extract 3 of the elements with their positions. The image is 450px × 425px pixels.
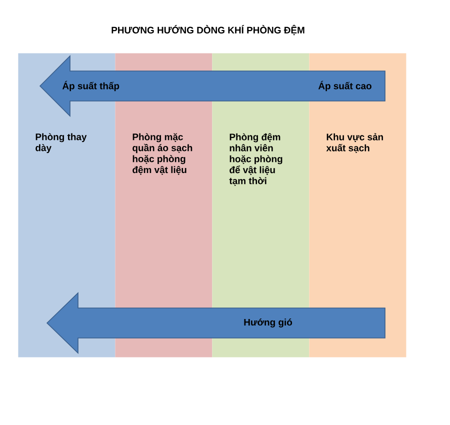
arrow-label: Áp suất cao: [318, 80, 372, 92]
arrow-label: Hướng gió: [244, 318, 292, 328]
title: PHƯƠNG HƯỚNG DÒNG KHÍ PHÒNG ĐỆM: [112, 24, 304, 36]
